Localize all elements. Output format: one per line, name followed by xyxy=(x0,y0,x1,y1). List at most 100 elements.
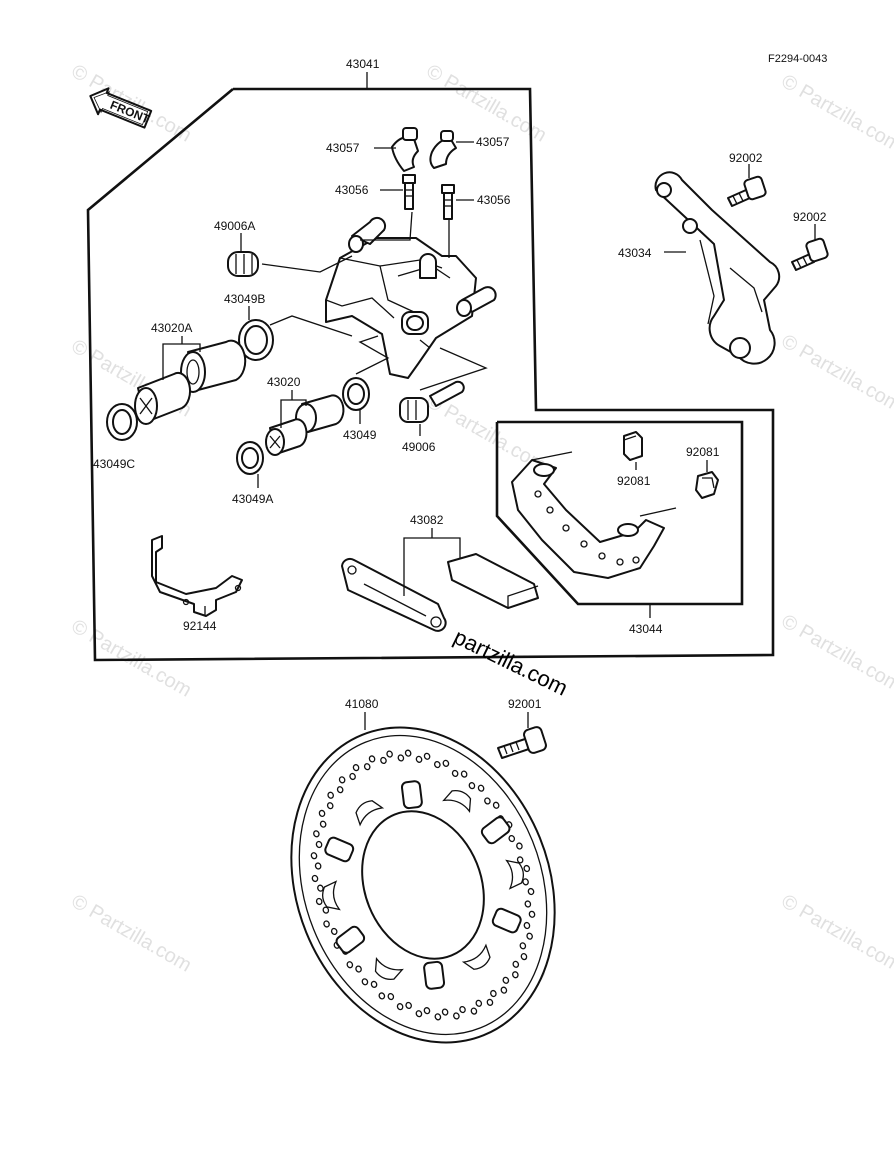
disc-hole xyxy=(526,932,533,940)
disc-cutout xyxy=(374,956,404,980)
label-92002-bottom: 92002 xyxy=(793,210,827,224)
disc-hole xyxy=(470,1007,478,1015)
label-43020: 43020 xyxy=(267,375,301,389)
disc-hole xyxy=(486,998,494,1006)
disc-slot xyxy=(400,780,423,810)
label-43049C: 43049C xyxy=(93,457,135,471)
bolt-92001 xyxy=(497,726,547,759)
disc-hole xyxy=(508,834,516,843)
disc-hole xyxy=(404,749,412,757)
disc-hole xyxy=(386,750,393,758)
disc-hole xyxy=(363,763,371,771)
disc-hole xyxy=(397,754,405,762)
label-43056-right: 43056 xyxy=(477,193,511,207)
caliper-holder-43044 xyxy=(511,451,677,579)
label-92144: 92144 xyxy=(183,619,217,633)
label-43049: 43049 xyxy=(343,428,377,442)
disc-hole xyxy=(520,952,528,961)
disc-hole xyxy=(311,874,319,883)
disc-hole xyxy=(415,755,423,763)
disc-slot xyxy=(335,925,366,954)
label-43041: 43041 xyxy=(346,57,380,71)
disc-hole xyxy=(475,999,483,1007)
label-92002-top: 92002 xyxy=(729,151,763,165)
disc-hole xyxy=(453,1012,460,1020)
pad-spring-92081-right xyxy=(695,471,719,499)
bleeder-valve-left xyxy=(402,174,416,210)
label-43034: 43034 xyxy=(618,246,652,260)
disc-hole xyxy=(477,784,485,792)
pad-spring-92144 xyxy=(151,535,243,617)
bleeder-valve-right xyxy=(441,184,455,220)
partzilla-watermark: © Partzilla.com xyxy=(778,330,894,416)
disc-hole xyxy=(380,756,387,765)
disc-hole xyxy=(512,971,519,979)
disc-hole xyxy=(338,776,346,784)
disc-hole xyxy=(527,887,535,896)
disc-hole xyxy=(519,942,527,950)
label-43049B: 43049B xyxy=(224,292,265,306)
brake-pad-set-43082 xyxy=(341,553,539,632)
label-92001: 92001 xyxy=(508,697,542,711)
disc-cutout xyxy=(442,790,472,814)
disc-hole xyxy=(319,820,327,828)
disc-hole xyxy=(317,884,324,892)
disc-hole xyxy=(368,755,376,763)
label-49006: 49006 xyxy=(402,440,436,454)
disc-hole xyxy=(460,770,468,778)
disc-hole xyxy=(352,764,360,772)
slide-pin-49006 xyxy=(399,380,465,423)
label-43049A: 43049A xyxy=(232,492,273,506)
disc-hole xyxy=(378,992,386,1000)
disc-cutout xyxy=(321,880,341,911)
disc-hole xyxy=(459,1005,466,1014)
label-43082: 43082 xyxy=(410,513,444,527)
disc-hole xyxy=(326,802,334,810)
disc-hole xyxy=(522,878,529,886)
disc-hole xyxy=(442,759,450,767)
piston-43020A xyxy=(134,339,247,425)
label-43020A: 43020A xyxy=(151,321,192,335)
disc-hole xyxy=(415,1010,423,1018)
disc-hole xyxy=(315,840,323,849)
label-92081-right: 92081 xyxy=(686,445,720,459)
partzilla-watermark: © Partzilla.com xyxy=(68,890,196,976)
disc-hole xyxy=(468,782,476,790)
label-43057-left: 43057 xyxy=(326,141,360,155)
disc-hole xyxy=(323,920,330,928)
disc-hole xyxy=(516,856,524,864)
disc-hole xyxy=(484,797,491,805)
label-43057-right: 43057 xyxy=(476,135,510,149)
disc-hole xyxy=(327,791,334,799)
disc-hole xyxy=(490,989,497,998)
disc-cutout xyxy=(505,859,525,890)
partzilla-watermark: © Partzilla.com xyxy=(778,610,894,696)
disc-hole xyxy=(500,986,508,994)
label-49006A: 49006A xyxy=(214,219,255,233)
disc-hole xyxy=(370,980,378,988)
partzilla-watermark: © Partzilla.com xyxy=(778,890,894,976)
disc-hole xyxy=(523,921,531,930)
disc-hole xyxy=(387,992,395,1001)
disc-hole xyxy=(330,927,338,936)
caliper-body xyxy=(325,216,497,379)
bracket-frame xyxy=(495,420,744,606)
disc-slot xyxy=(324,836,355,863)
disc-slot xyxy=(480,816,511,845)
boot-49006A xyxy=(227,251,259,277)
disc-hole xyxy=(315,897,323,906)
disc-hole xyxy=(502,976,510,984)
disc-hole xyxy=(528,910,536,918)
partzilla-overlay-watermark: partzilla.com xyxy=(450,624,572,701)
disc-hole xyxy=(512,960,520,968)
disc-hole xyxy=(313,830,320,838)
disc-hole xyxy=(355,965,362,973)
disc-hole xyxy=(318,809,326,818)
bolt-92002-bottom xyxy=(791,237,829,271)
disc-hole xyxy=(441,1008,449,1016)
label-41080: 41080 xyxy=(345,697,379,711)
disc-hole xyxy=(322,906,330,914)
disc-hole xyxy=(405,1001,412,1010)
disc-hole xyxy=(423,752,431,760)
